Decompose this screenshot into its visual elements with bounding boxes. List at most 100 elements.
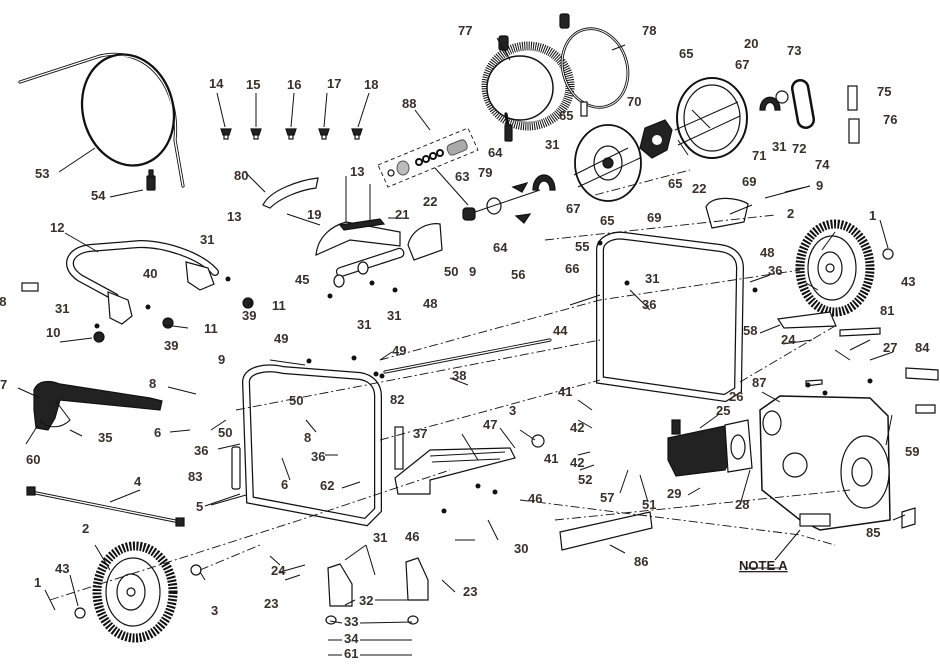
label-43-right: 43 — [901, 274, 915, 289]
reel-bracket-22-right — [705, 197, 749, 229]
engine-base-37 — [394, 447, 516, 495]
o-ring-20 — [775, 90, 789, 104]
label-31-bracket-a: 31 — [357, 317, 371, 332]
label-44: 44 — [553, 323, 568, 338]
label-31-handle-left: 31 — [55, 301, 69, 316]
label-65-mid: 65 — [559, 108, 573, 123]
label-65-right: 65 — [668, 176, 682, 191]
label-70: 70 — [627, 94, 641, 109]
label-58-left: 58 — [0, 294, 6, 309]
label-81: 81 — [880, 303, 894, 318]
label-48-left: 48 — [423, 296, 437, 311]
label-40: 40 — [143, 266, 157, 281]
axle-38 — [383, 338, 552, 374]
leader-lines — [17, 37, 906, 656]
label-59: 59 — [905, 444, 919, 459]
label-13-left: 13 — [227, 209, 241, 224]
bracket-67 — [532, 96, 781, 191]
label-46-left: 46 — [405, 529, 419, 544]
label-36-frame-right: 36 — [768, 263, 782, 278]
label-50-left: 50 — [218, 425, 232, 440]
label-27: 27 — [883, 340, 897, 355]
reel-plate-69-left — [573, 124, 642, 202]
label-36-frame-mid: 36 — [642, 297, 656, 312]
label-84: 84 — [915, 340, 930, 355]
label-9-top: 9 — [816, 178, 823, 193]
hose-holder-bracket — [315, 176, 405, 288]
assembly-lines — [49, 169, 851, 601]
label-26: 26 — [729, 389, 743, 404]
label-22-right: 22 — [692, 181, 706, 196]
spray-gun-7 — [33, 380, 163, 431]
label-24-right: 24 — [781, 332, 796, 347]
label-11-left: 11 — [204, 321, 218, 336]
label-58-right: 58 — [743, 323, 757, 338]
label-9-left: 9 — [218, 352, 225, 367]
label-31-bracket-b: 31 — [387, 308, 401, 323]
label-41-top: 41 — [558, 384, 572, 399]
label-34: 34 — [344, 631, 359, 646]
label-6-left: 6 — [154, 425, 161, 440]
label-31-reel-right: 31 — [772, 139, 786, 154]
label-39-right: 39 — [242, 308, 256, 323]
hose-78 — [559, 13, 630, 117]
label-87: 87 — [752, 375, 766, 390]
label-19: 19 — [307, 207, 321, 222]
label-2-right: 2 — [787, 206, 794, 221]
label-67-mid: 67 — [566, 201, 580, 216]
label-54: 54 — [91, 188, 106, 203]
label-36-front-mid: 36 — [311, 449, 325, 464]
label-23-left: 23 — [264, 596, 278, 611]
wand-4 — [26, 486, 185, 527]
label-10: 10 — [46, 325, 60, 340]
label-82: 82 — [390, 392, 404, 407]
label-50-gun: 50 — [289, 393, 303, 408]
label-41-bottom: 41 — [544, 451, 558, 466]
label-3-left: 3 — [211, 603, 218, 618]
label-7: 7 — [0, 377, 7, 392]
label-37: 37 — [413, 426, 427, 441]
label-6-right: 6 — [281, 477, 288, 492]
washer-3-top — [531, 434, 545, 448]
label-1-right: 1 — [869, 208, 876, 223]
label-61: 61 — [344, 646, 358, 661]
label-49-right: 49 — [392, 343, 406, 358]
label-46-right: 46 — [528, 491, 542, 506]
label-73: 73 — [787, 43, 801, 58]
label-79: 79 — [478, 165, 492, 180]
label-17: 17 — [327, 76, 341, 91]
washer-43-right — [882, 248, 894, 260]
label-56: 56 — [511, 267, 525, 282]
label-32: 32 — [359, 593, 373, 608]
label-5: 5 — [196, 499, 203, 514]
reel-plate-69-right — [674, 77, 748, 159]
wheel-2-left — [92, 541, 178, 643]
label-74: 74 — [815, 157, 830, 172]
label-31-handle-right: 31 — [200, 232, 214, 247]
label-80: 80 — [234, 168, 248, 183]
label-78: 78 — [642, 23, 656, 38]
label-23-right: 23 — [463, 584, 477, 599]
label-50-top: 50 — [444, 264, 458, 279]
label-77: 77 — [458, 23, 472, 38]
label-52: 52 — [578, 472, 592, 487]
label-8-right: 8 — [304, 430, 311, 445]
label-8-left: 8 — [149, 376, 156, 391]
label-64-bottom: 64 — [493, 240, 508, 255]
front-frame-5 — [241, 364, 382, 527]
label-29: 29 — [667, 486, 681, 501]
handle-75-76 — [847, 85, 860, 144]
reel-bracket-22-left — [407, 223, 443, 261]
crank-73 — [790, 78, 816, 130]
label-13-top: 13 — [350, 164, 364, 179]
label-2-left: 2 — [82, 521, 89, 536]
label-72: 72 — [792, 141, 806, 156]
label-9-mid: 9 — [469, 264, 476, 279]
label-22-left: 22 — [423, 194, 437, 209]
washer-43-left — [74, 607, 86, 619]
label-49-left: 49 — [274, 331, 288, 346]
label-21: 21 — [395, 207, 409, 222]
hose-reel-coil-77 — [481, 35, 575, 142]
label-88: 88 — [402, 96, 416, 111]
swivel-parts — [462, 182, 541, 224]
